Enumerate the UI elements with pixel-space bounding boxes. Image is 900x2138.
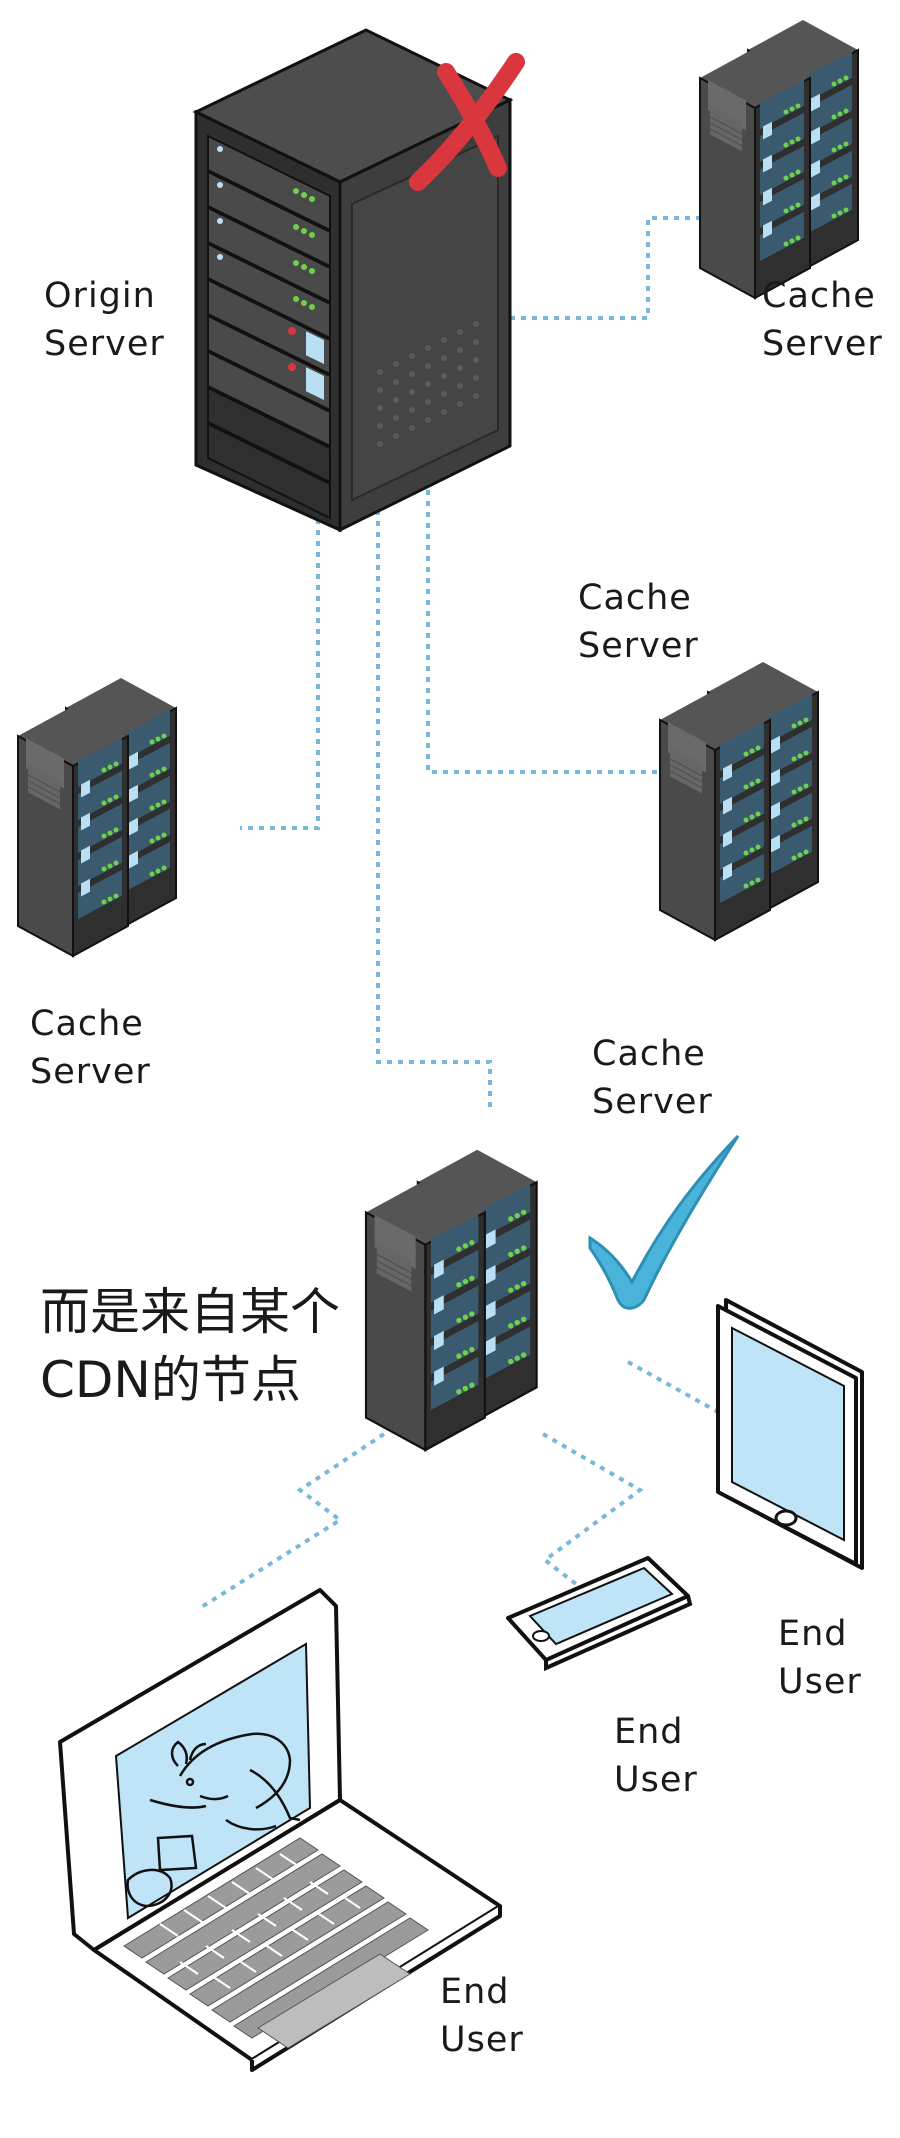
cdn-caption: 而是来自某个 CDN的节点	[40, 1278, 340, 1414]
cache-server-bottom-label-line1: Cache	[592, 1034, 706, 1074]
cache-server-middle-right-label-line1: Cache	[578, 578, 692, 618]
cdn-caption-line1: 而是来自某个	[40, 1283, 340, 1341]
end-user-laptop-label: End User	[440, 1968, 524, 2064]
end-user-phone-label: End User	[614, 1708, 698, 1804]
phone-icon	[506, 1556, 693, 1672]
tablet-icon	[716, 1298, 864, 1570]
cache-server-left-label: Cache Server	[30, 1000, 151, 1096]
check-mark-icon	[588, 1134, 740, 1310]
cache-server-middle-right-label-line2: Server	[578, 626, 699, 666]
origin-server-label: Origin Server	[44, 272, 165, 368]
end-user-tablet-label-line2: User	[778, 1662, 862, 1702]
cache-server-top-right-label-line1: Cache	[762, 276, 876, 316]
cache-server-top-right-label-line2: Server	[762, 324, 883, 364]
cache-server-left-icon	[18, 678, 176, 956]
cache-server-top-right-icon	[700, 20, 858, 298]
origin-server-label-line1: Origin	[44, 276, 156, 316]
cache-server-top-right-label: Cache Server	[762, 272, 883, 368]
end-user-phone-label-line2: User	[614, 1760, 698, 1800]
cache-server-left-label-line1: Cache	[30, 1004, 144, 1044]
cache-server-bottom-label: Cache Server	[592, 1030, 713, 1126]
cache-server-middle-right-icon	[660, 662, 818, 940]
connector-lines	[198, 216, 719, 1614]
cache-server-bottom-icon	[366, 1150, 537, 1450]
x-mark-icon	[409, 53, 525, 191]
end-user-phone-label-line1: End	[614, 1712, 684, 1752]
cache-server-left-label-line2: Server	[30, 1052, 151, 1092]
cache-server-middle-right-label: Cache Server	[578, 574, 699, 670]
cdn-caption-line2: CDN的节点	[40, 1351, 301, 1409]
end-user-tablet-label-line1: End	[778, 1614, 848, 1654]
laptop-icon	[58, 1588, 502, 2072]
cache-server-bottom-label-line2: Server	[592, 1082, 713, 1122]
origin-server-label-line2: Server	[44, 324, 165, 364]
origin-server-rack	[192, 28, 514, 533]
end-user-laptop-label-line1: End	[440, 1972, 510, 2012]
end-user-laptop-label-line2: User	[440, 2020, 524, 2060]
end-user-tablet-label: End User	[778, 1610, 862, 1706]
